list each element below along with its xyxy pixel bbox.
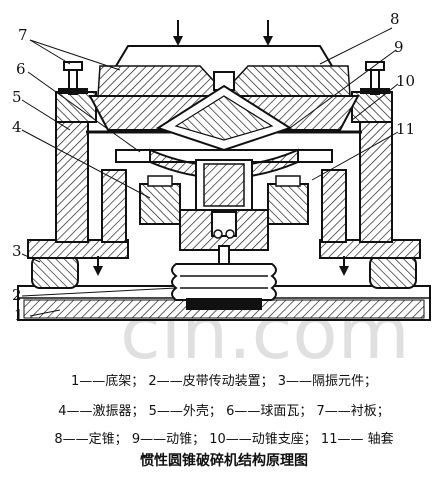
legend-item: 4——激振器； bbox=[58, 404, 145, 419]
legend-item: 3——隔振元件； bbox=[277, 374, 378, 389]
callout-7: 7 bbox=[18, 26, 28, 44]
legend-item: 9——动锥； bbox=[131, 432, 206, 447]
feed-arrows bbox=[173, 20, 273, 46]
callout-6: 6 bbox=[16, 60, 26, 78]
callout-3: 3 bbox=[12, 242, 22, 260]
legend-item: 6——球面瓦； bbox=[226, 404, 313, 419]
legend-item: 8——定锥； bbox=[54, 432, 128, 447]
callout-9: 9 bbox=[394, 38, 404, 56]
callout-5: 5 bbox=[12, 88, 22, 106]
legend-row-3: 8——定锥； 9——动锥； 10——动锥支座； 11—— 轴套 bbox=[0, 428, 448, 447]
legend-item: 2——皮带传动装置； bbox=[148, 374, 274, 389]
callout-8: 8 bbox=[390, 10, 400, 28]
callout-11: 11 bbox=[396, 120, 415, 138]
legend-row-2: 4——激振器； 5——外壳； 6——球面瓦； 7——衬板； bbox=[0, 400, 448, 419]
belt-drive-pulley bbox=[171, 263, 277, 310]
callout-1: 1 bbox=[14, 306, 24, 324]
legend-item: 11—— 轴套 bbox=[320, 432, 394, 447]
legend-item: 7——衬板； bbox=[316, 404, 390, 419]
legend-row-1: 1——底架； 2——皮带传动装置； 3——隔振元件； bbox=[0, 370, 448, 389]
leader-lines bbox=[21, 27, 399, 317]
callout-2: 2 bbox=[12, 286, 22, 304]
moving-cone bbox=[155, 71, 293, 152]
exciter bbox=[139, 159, 309, 265]
crusher-diagram: cin.com bbox=[12, 10, 431, 360]
legend-item: 10——动锥支座； bbox=[209, 432, 317, 447]
discharge-arrows bbox=[93, 256, 349, 276]
figure-caption: 惯性圆锥破碎机结构原理图 bbox=[140, 453, 308, 469]
callout-10: 10 bbox=[396, 72, 415, 90]
legend-item: 1——底架； bbox=[70, 374, 145, 389]
callout-4: 4 bbox=[12, 118, 22, 136]
legend-item: 5——外壳； bbox=[148, 404, 222, 419]
